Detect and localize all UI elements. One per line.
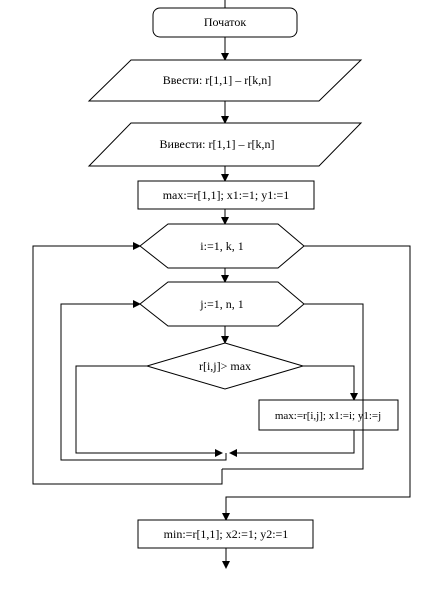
outer-loop-exit	[222, 245, 411, 521]
output-label: Вивести: r[1,1] – r[k,n]	[160, 137, 275, 151]
outer-loop-node: i:=1, k, 1	[139, 223, 305, 269]
inner-loop-node: j:=1, n, 1	[139, 281, 305, 327]
init-max-label: max:=r[1,1]; x1:=1; y1:=1	[163, 188, 290, 202]
update-max-node: max:=r[i,j]; x1:=i; y1:=j	[258, 399, 399, 431]
arrow-condition-yes	[303, 365, 358, 401]
init-min-node: min:=r[1,1]; x2:=1; y2:=1	[137, 519, 314, 549]
inner-loop-label: j:=1, n, 1	[199, 297, 243, 311]
input-label: Ввести: r[1,1] – r[k,n]	[163, 73, 272, 87]
init-min-label: min:=r[1,1]; x2:=1; y2:=1	[164, 527, 289, 541]
arrow-condition-no	[75, 365, 223, 457]
update-max-label: max:=r[i,j]; x1:=i; y1:=j	[275, 410, 381, 422]
input-node: Ввести: r[1,1] – r[k,n]	[87, 59, 363, 102]
start-node: Початок	[152, 7, 298, 38]
inner-loop-exit	[222, 303, 364, 470]
init-max-node: max:=r[1,1]; x1:=1; y1:=1	[137, 180, 315, 210]
outer-loop-return	[32, 242, 223, 485]
condition-node: r[i,j]> max	[145, 342, 305, 390]
condition-label: r[i,j]> max	[199, 359, 251, 373]
arrow-update-to-merge	[229, 430, 355, 457]
start-label: Початок	[204, 15, 246, 29]
output-node: Вивести: r[1,1] – r[k,n]	[87, 122, 363, 167]
inner-loop-return	[60, 300, 227, 461]
outer-loop-label: i:=1, k, 1	[200, 239, 243, 253]
